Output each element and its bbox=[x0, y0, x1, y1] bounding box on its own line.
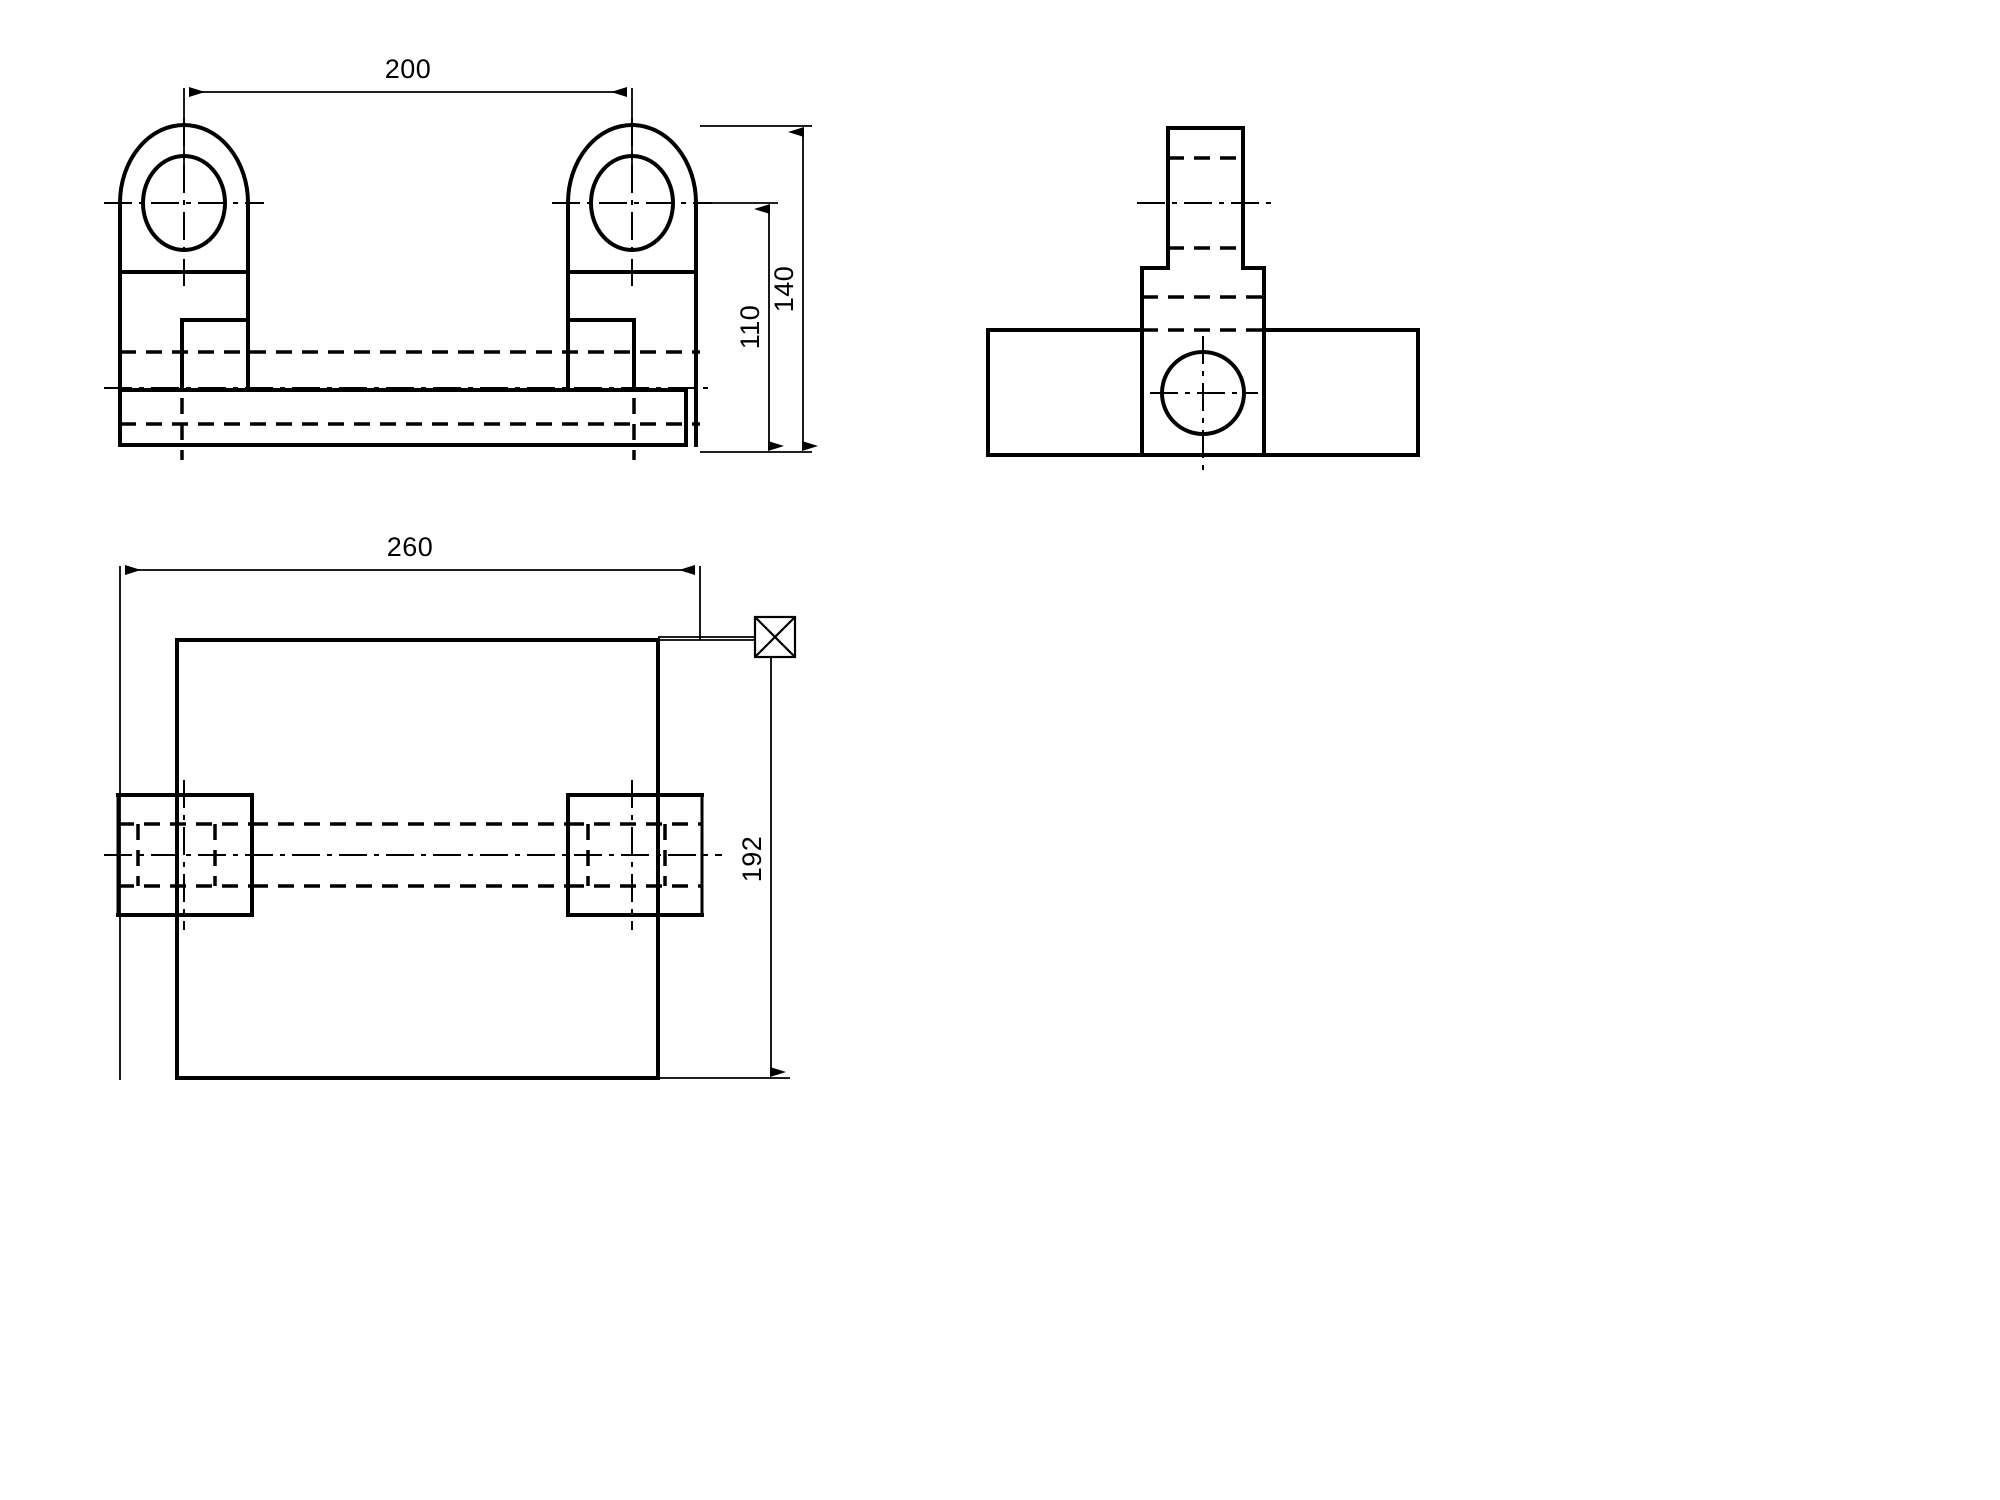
dim-200: 200 bbox=[183, 54, 633, 192]
dim-110: 110 bbox=[700, 202, 784, 451]
top-view: 260 192 bbox=[104, 532, 797, 1080]
dim-200-text: 200 bbox=[385, 54, 432, 84]
dim-192-text: 192 bbox=[737, 836, 767, 883]
side-upright-left-profile bbox=[1140, 126, 1170, 457]
dim-192: 192 bbox=[658, 639, 790, 1079]
crossed-square-cross bbox=[754, 616, 796, 658]
front-view: 200 140 110 bbox=[104, 54, 818, 460]
side-view bbox=[986, 126, 1420, 470]
dim-110-text: 110 bbox=[735, 305, 765, 350]
left-lug-outline bbox=[118, 123, 250, 274]
right-lug-outline bbox=[566, 123, 698, 274]
side-upright-right-profile bbox=[1166, 126, 1266, 457]
surface-symbol bbox=[658, 615, 797, 659]
dim-140: 140 bbox=[700, 125, 818, 453]
dim-140-text: 140 bbox=[769, 266, 799, 313]
dim-260-text: 260 bbox=[387, 532, 434, 562]
dim-260: 260 bbox=[119, 532, 701, 1080]
